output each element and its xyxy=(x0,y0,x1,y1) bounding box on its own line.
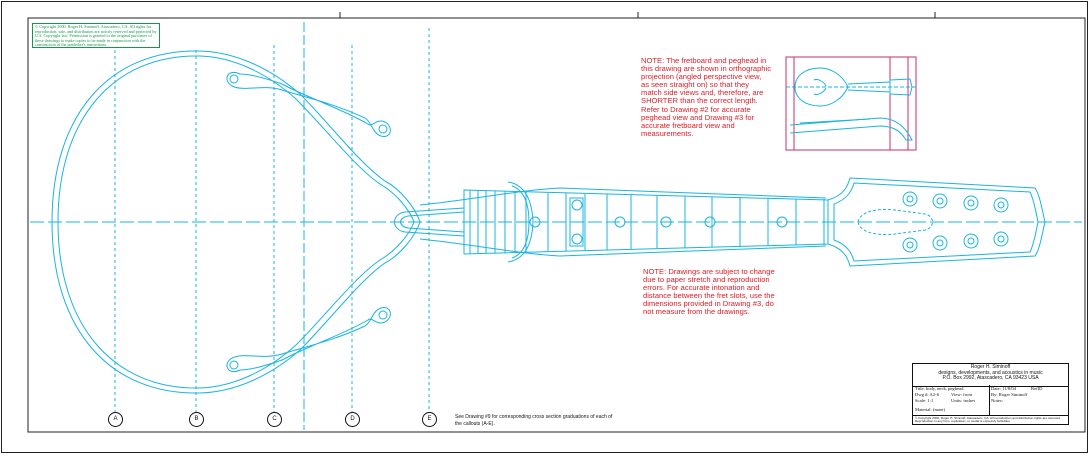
neck-heel xyxy=(507,181,534,263)
title-block: Roger H. Siminoff designs, developments,… xyxy=(912,363,1069,425)
callout-a: A xyxy=(108,412,123,427)
tuner-holes xyxy=(902,191,1009,253)
drawing-author: By: Roger Siminoff xyxy=(991,392,1028,397)
change-note: NOTE: Drawings are subject to change due… xyxy=(643,267,775,317)
drawing-date: Date: 11/8/04 xyxy=(991,386,1016,391)
peghead-inner xyxy=(833,182,1039,262)
callout-e: E xyxy=(422,412,437,427)
fretboard-extension-inner xyxy=(400,211,465,233)
f-hole-lower xyxy=(226,307,391,372)
drawing-notes-label: Notes: xyxy=(991,398,1003,403)
position-dots xyxy=(529,199,788,245)
inner-border xyxy=(27,17,1086,433)
callout-b: B xyxy=(189,412,204,427)
f-hole-eye xyxy=(229,74,239,84)
body-outline xyxy=(51,50,421,394)
drawing-view: View: front xyxy=(951,392,973,397)
neck-edge-lower xyxy=(419,238,827,257)
drawing-units: Units: inches xyxy=(951,398,976,403)
callout-d: D xyxy=(345,412,360,427)
drawing-ref: RefID xyxy=(1031,386,1043,391)
title-block-divider xyxy=(989,385,990,415)
body-binding xyxy=(57,55,415,389)
fretboard-note: NOTE: The fretboard and peghead in this … xyxy=(641,56,772,138)
f-hole-eye xyxy=(378,124,388,134)
fret-slot-marker xyxy=(569,197,584,247)
company-address: P.O. Box 2992, Atascadero, CA 93423 USA xyxy=(942,375,1039,382)
drawing-number: Dwg #: A2-6 xyxy=(915,392,939,397)
peghead-outline xyxy=(827,177,1046,267)
company-tagline: designs, developments, and acoustics in … xyxy=(938,369,1043,376)
drawing-material: Material: (none) xyxy=(915,407,945,412)
inset-reference xyxy=(785,56,917,151)
neck-edge-upper xyxy=(419,187,827,206)
callout-c: C xyxy=(267,412,282,427)
title-block-footer: © Copyright 2000, Roger H. Siminoff, Ata… xyxy=(913,415,1068,425)
drawing-scale: Scale: 1:1 xyxy=(915,398,934,403)
fret-lines xyxy=(469,190,825,254)
company-name: Roger H. Siminoff xyxy=(970,364,1011,370)
section-reference-note: See Drawing #9 for corresponding cross s… xyxy=(455,414,613,427)
f-hole-upper xyxy=(226,72,391,137)
f-hole-eye xyxy=(229,360,239,370)
fretboard-extension xyxy=(394,207,465,237)
f-hole-eye xyxy=(378,310,388,320)
copyright-notice: © Copyright 2000, Roger H. Siminoff, Ata… xyxy=(32,23,160,48)
drawing-title: Title: body, neck, peghead xyxy=(915,386,964,391)
title-block-header: Roger H. Siminoff designs, developments,… xyxy=(913,364,1068,387)
